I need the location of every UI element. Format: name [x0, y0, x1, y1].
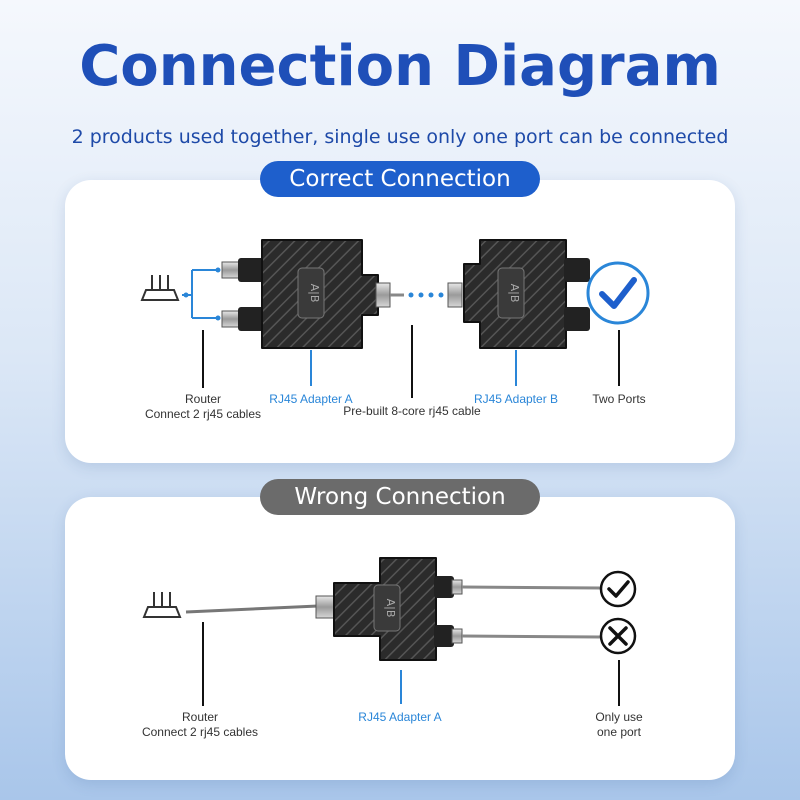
router-label-line: Router — [184, 392, 222, 406]
router-label: Router Connect 2 rj45 cables — [125, 710, 275, 740]
cable-dot — [183, 292, 189, 298]
leader-lines — [202, 622, 620, 706]
router-icon — [140, 275, 180, 301]
adapter-a-marking: A|B — [384, 599, 397, 618]
check-circle-icon — [599, 570, 637, 608]
correct-connection-badge: Correct Connection — [260, 161, 540, 197]
leader-lines — [202, 325, 620, 398]
adapter-a-marking: A|B — [308, 284, 321, 303]
rj45-adapter-a — [221, 239, 404, 349]
adapter-b-label: RJ45 Adapter B — [473, 392, 559, 406]
router-label-line: Connect 2 rj45 cables — [144, 407, 262, 421]
only-one-port-line: Only use — [595, 710, 643, 724]
two-ports-label: Two Ports — [592, 392, 646, 406]
adapter-b-marking: A|B — [508, 284, 521, 303]
page-subtitle: 2 products used together, single use onl… — [71, 126, 729, 148]
router-icon — [142, 592, 182, 618]
cable-label: Pre-built 8-core rj45 cable — [343, 404, 481, 418]
router-cable — [185, 604, 319, 614]
only-one-port-label: Only use one port — [569, 710, 669, 740]
cross-circle-icon — [599, 617, 637, 655]
wrong-connection-badge: Wrong Connection — [260, 479, 540, 515]
check-circle-icon — [586, 261, 650, 325]
rj45-adapter-b — [447, 239, 590, 349]
adapter-a-label: RJ45 Adapter A — [358, 710, 442, 724]
only-one-port-line: one port — [596, 725, 642, 739]
rj45-adapter-a-wrong — [315, 557, 463, 661]
adapter-a-label: RJ45 Adapter A — [269, 392, 353, 406]
router-label-line: Router — [181, 710, 219, 724]
router-label: Router Connect 2 rj45 cables — [128, 392, 278, 422]
cable-dot — [215, 315, 221, 321]
prebuilt-cable-dots — [408, 292, 444, 298]
page-title: Connection Diagram — [79, 34, 721, 99]
router-label-line: Connect 2 rj45 cables — [141, 725, 259, 739]
cable-dot — [215, 267, 221, 273]
output-cables — [461, 585, 601, 639]
